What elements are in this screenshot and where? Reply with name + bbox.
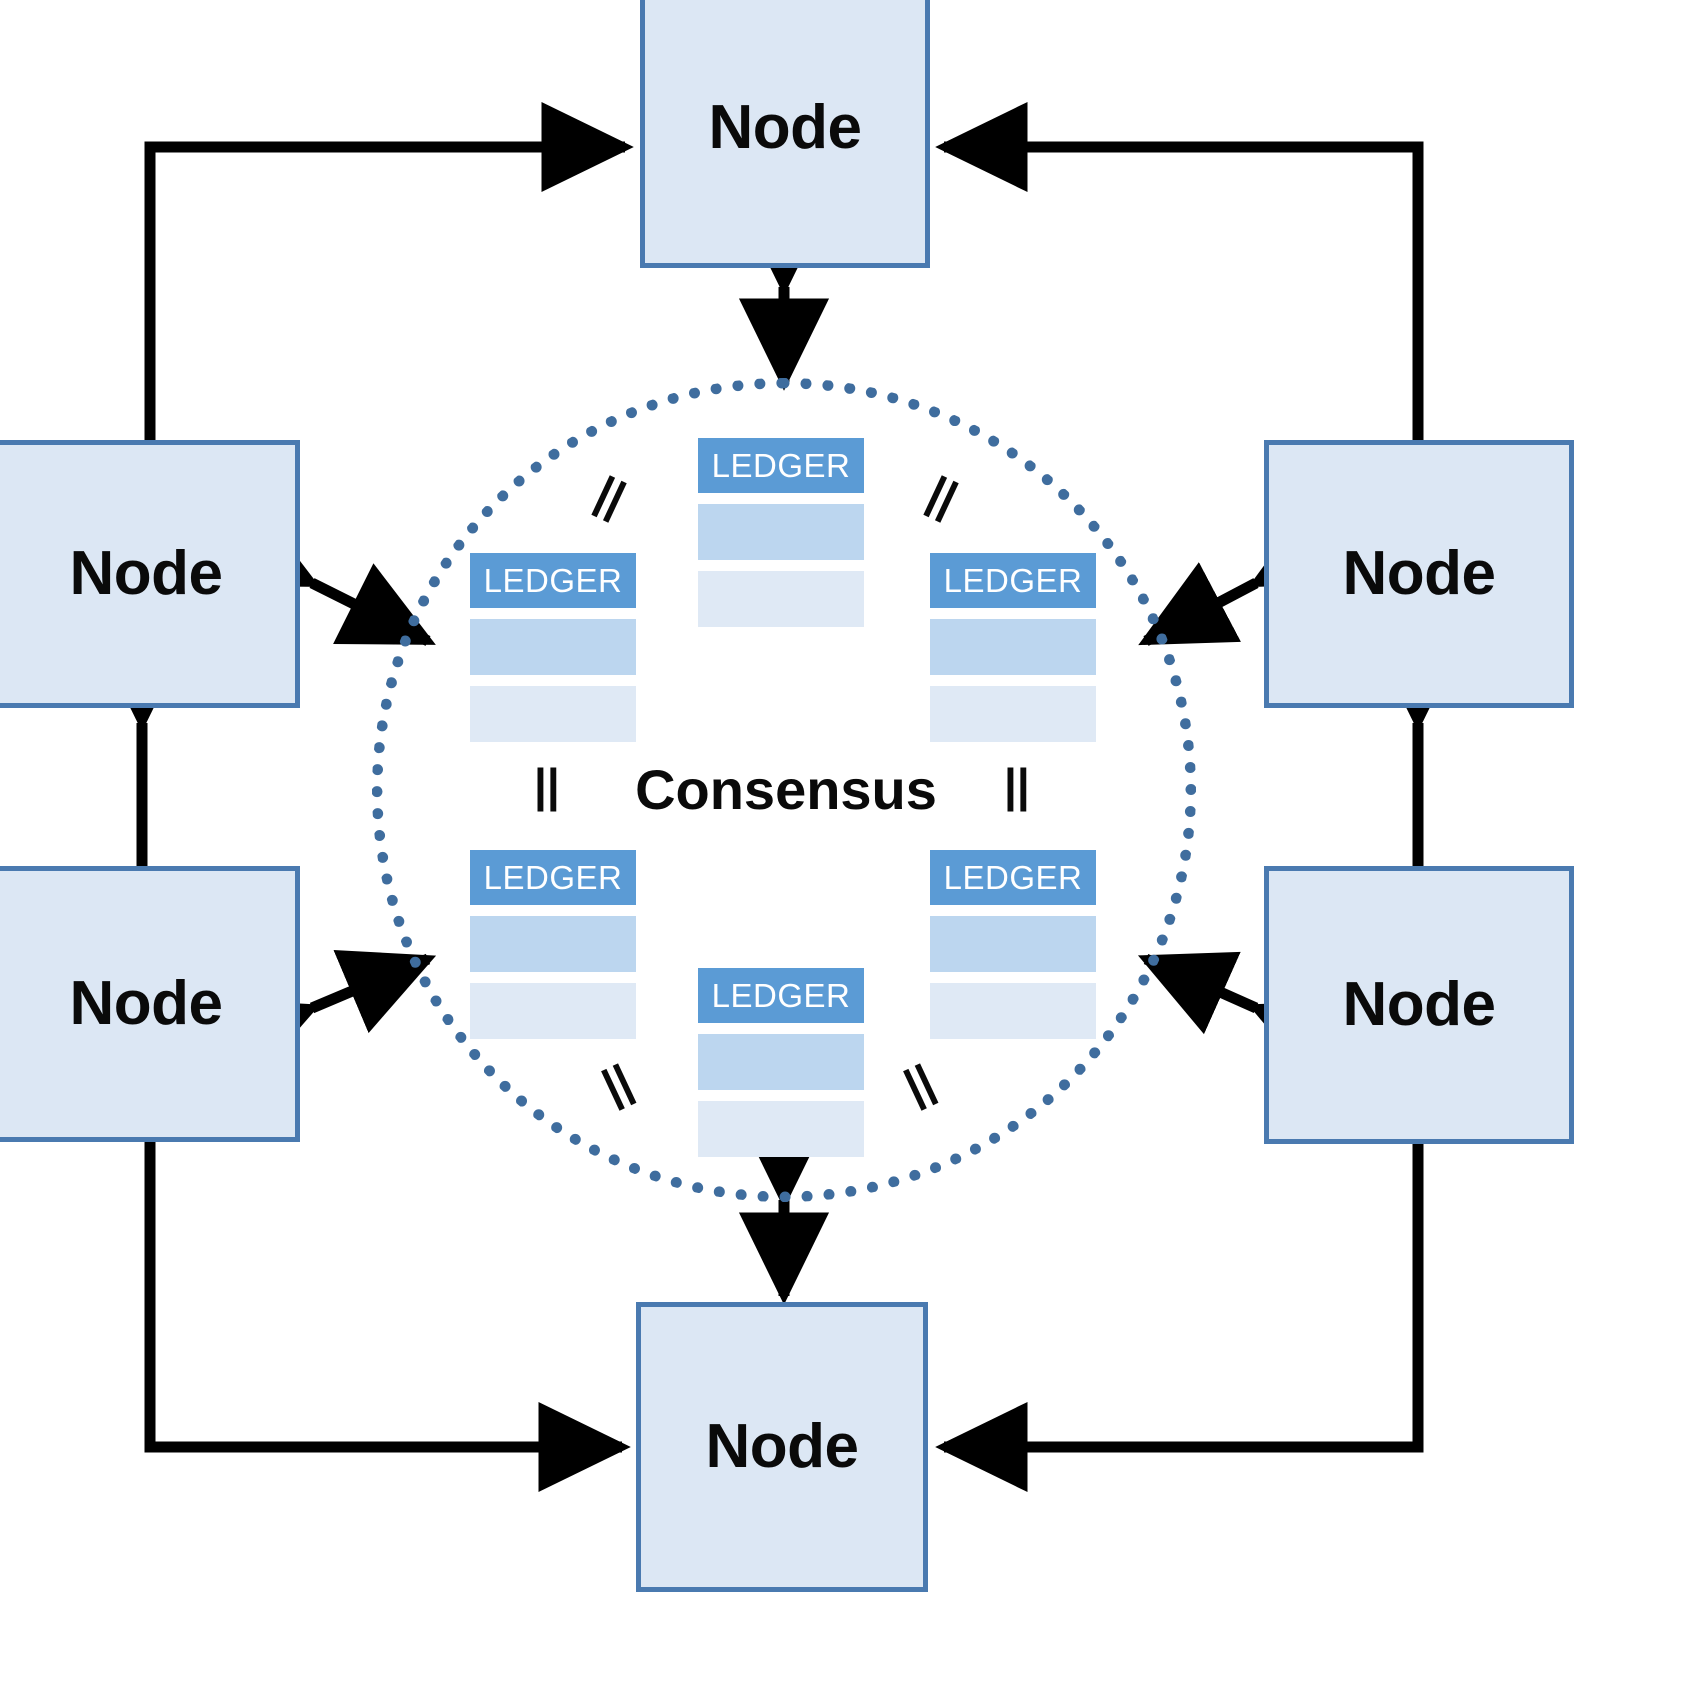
node-box-left-upper[interactable]: Node (0, 440, 300, 708)
ledger-header: LEDGER (470, 553, 636, 608)
node-label: Node (69, 539, 224, 608)
ledger-row (698, 571, 864, 627)
arrow-right-lower-to-bottom (935, 1144, 1424, 1493)
consensus-label: Consensus (635, 758, 937, 821)
ledger-header: LEDGER (930, 850, 1096, 905)
node-box-left-lower[interactable]: Node (0, 866, 300, 1142)
node-label: Node (1342, 539, 1497, 608)
arrow-left-lower-node-to-consensus (217, 949, 437, 1083)
node-box-top[interactable]: Node (640, 0, 930, 268)
arrow-right-upper-to-top (935, 101, 1424, 440)
ledger-header: LEDGER (698, 968, 864, 1023)
node-label: Node (69, 969, 224, 1038)
node-label: Node (1342, 970, 1497, 1039)
node-label: Node (705, 1412, 860, 1481)
node-box-right-upper[interactable]: Node (1264, 440, 1574, 708)
arrow-right-lower-node-to-consensus (1137, 951, 1351, 1084)
ledger-row (930, 983, 1096, 1039)
ledger-row (930, 916, 1096, 972)
ledger-row (470, 983, 636, 1039)
ledger-card-lower-right[interactable]: LEDGER (930, 850, 1096, 1039)
ledger-row (698, 1101, 864, 1157)
equality-mark-mid-left: || (534, 759, 560, 811)
arrow-left-upper-to-top (144, 101, 634, 440)
equality-mark-mid-right: || (1004, 759, 1030, 811)
node-box-right-lower[interactable]: Node (1264, 866, 1574, 1144)
ledger-row (930, 686, 1096, 742)
ledger-card-bottom[interactable]: LEDGER (698, 968, 864, 1157)
ledger-row (470, 916, 636, 972)
ledger-row (470, 686, 636, 742)
ledger-row (930, 619, 1096, 675)
ledger-row (698, 1034, 864, 1090)
ledger-row (470, 619, 636, 675)
ledger-header: LEDGER (930, 553, 1096, 608)
node-box-bottom[interactable]: Node (636, 1302, 928, 1592)
node-label: Node (708, 93, 863, 162)
ledger-row (698, 504, 864, 560)
arrow-left-lower-to-bottom (144, 1142, 631, 1493)
ledger-header: LEDGER (698, 438, 864, 493)
ledger-card-upper-right[interactable]: LEDGER (930, 553, 1096, 742)
ledger-card-lower-left[interactable]: LEDGER (470, 850, 636, 1039)
ledger-card-upper-left[interactable]: LEDGER (470, 553, 636, 742)
ledger-header: LEDGER (470, 850, 636, 905)
ledger-card-top[interactable]: LEDGER (698, 438, 864, 627)
